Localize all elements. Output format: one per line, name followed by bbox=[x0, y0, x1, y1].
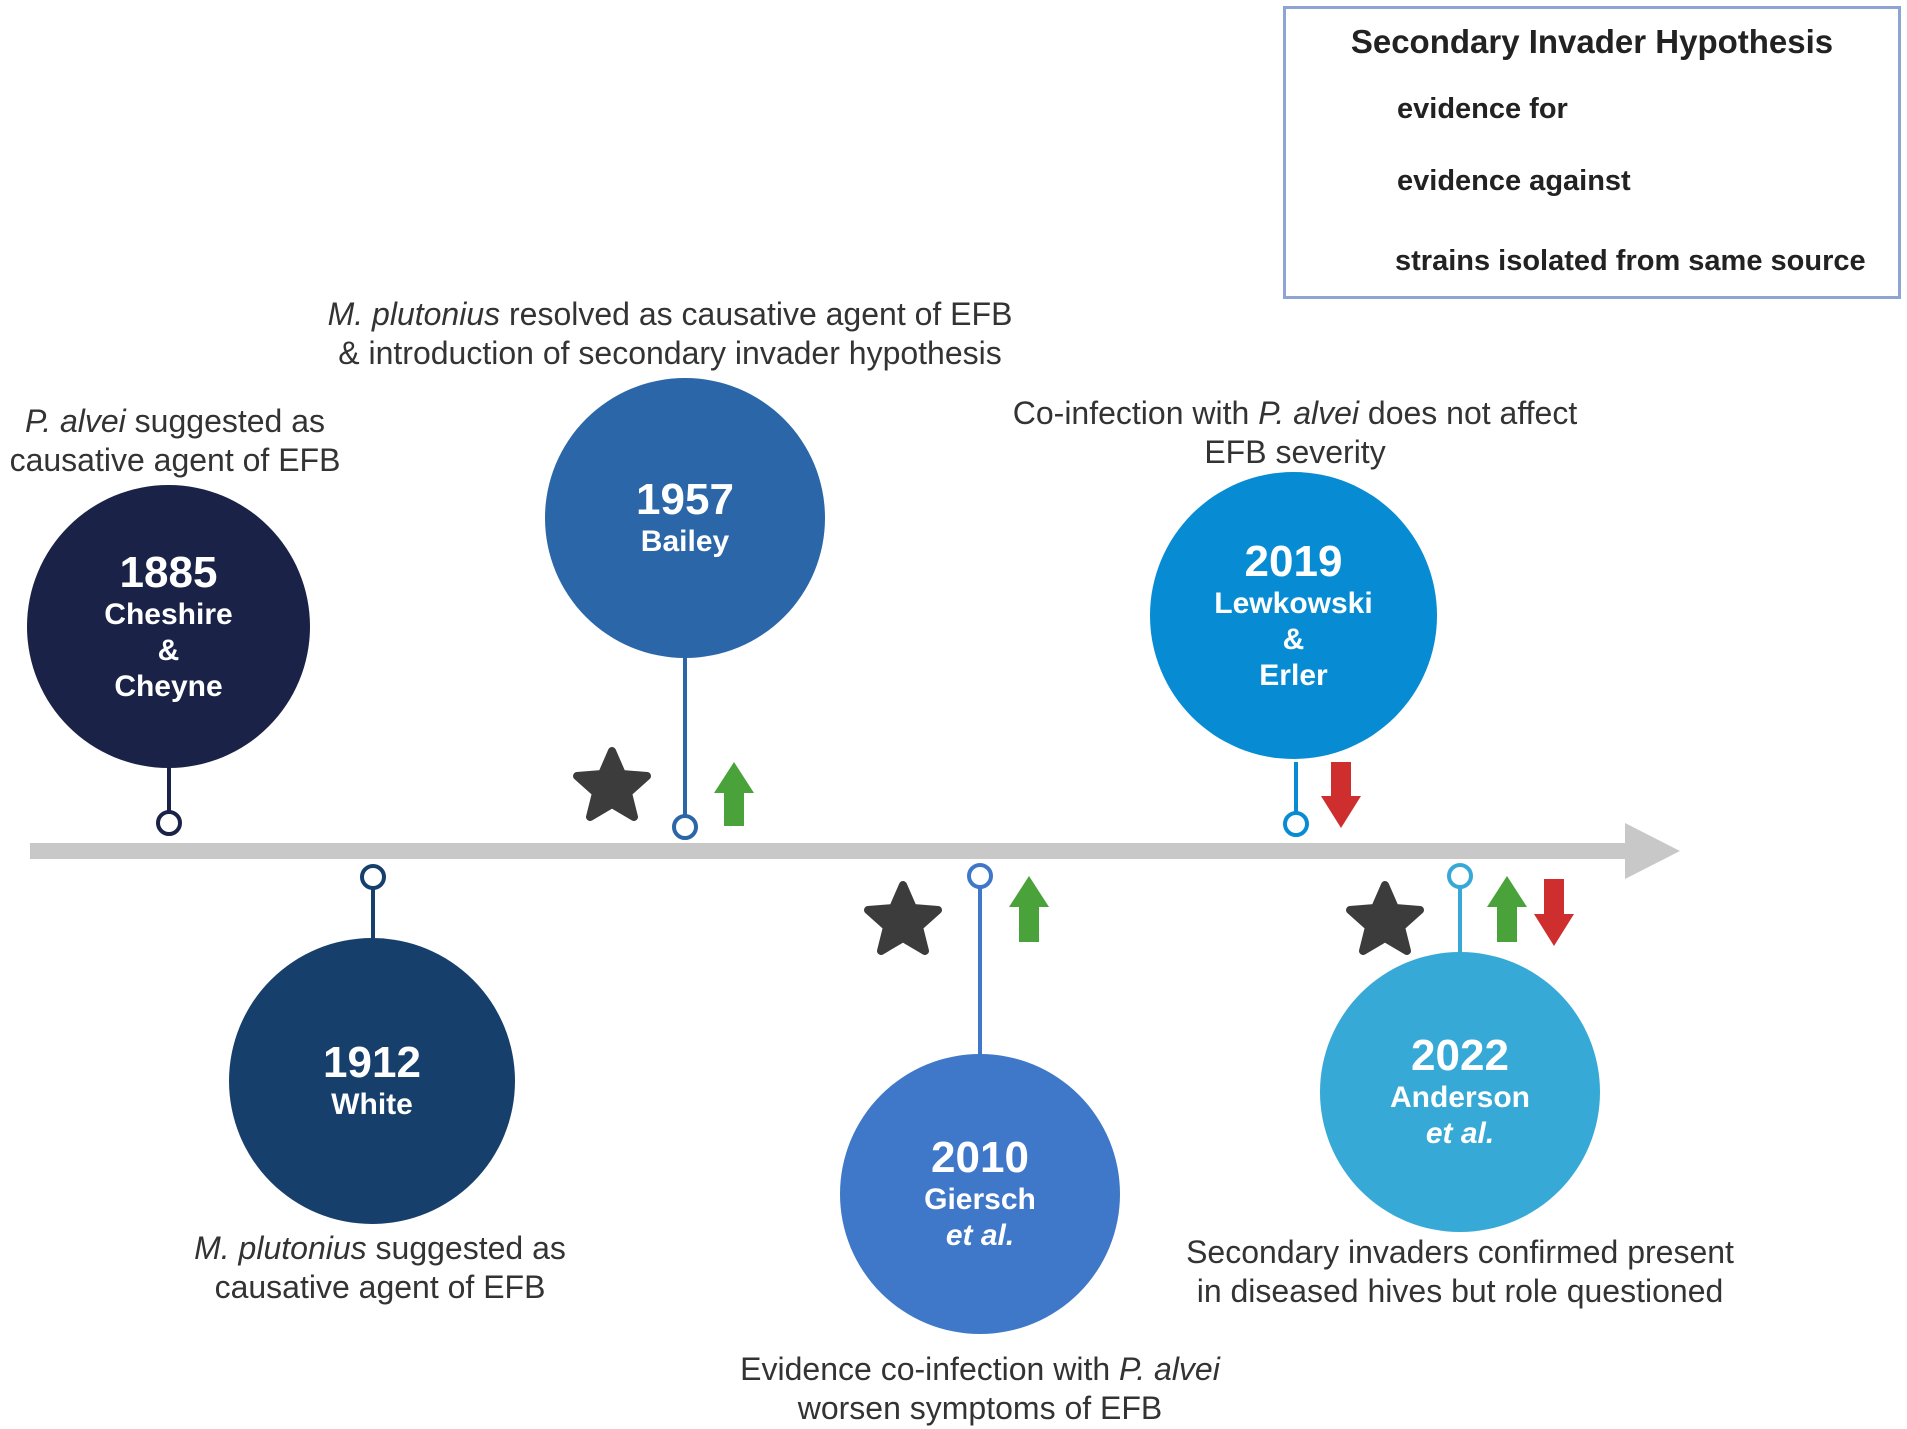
caption-line: & introduction of secondary invader hypo… bbox=[338, 335, 1002, 371]
event-author: Giersch bbox=[924, 1183, 1036, 1216]
event-author: Bailey bbox=[640, 525, 730, 558]
caption-text: suggested as bbox=[125, 403, 326, 439]
caption-species: M. plutonius bbox=[327, 296, 501, 332]
caption-line: causative agent of EFB bbox=[9, 442, 341, 478]
event-circle-2010: 2010 Giersch et al. bbox=[840, 1054, 1120, 1334]
legend-box: Secondary Invader Hypothesis evidence fo… bbox=[1283, 6, 1901, 299]
caption-line: in diseased hives but role questioned bbox=[1196, 1273, 1724, 1309]
caption-line: M. plutonius suggested as bbox=[160, 1229, 600, 1268]
caption-line: Evidence co-infection with P. alvei bbox=[680, 1350, 1280, 1389]
caption-line: causative agent of EFB bbox=[214, 1269, 546, 1305]
event-author: Cheyne bbox=[114, 669, 223, 703]
event-author-amp: & bbox=[1282, 622, 1305, 656]
caption-species: P. alvei bbox=[1258, 395, 1359, 431]
caption-line: worsen symptoms of EFB bbox=[797, 1390, 1163, 1426]
node-2019 bbox=[1283, 811, 1309, 837]
event-author-etal-text: et al. bbox=[945, 1219, 1015, 1252]
caption-text: Co-infection with bbox=[1012, 395, 1259, 431]
event-year: 2022 bbox=[1411, 1031, 1509, 1080]
event-author-etal-text: et al. bbox=[1425, 1117, 1495, 1150]
node-1885 bbox=[156, 810, 182, 836]
caption-text: does not affect bbox=[1359, 395, 1578, 431]
event-circle-2022: 2022 Anderson et al. bbox=[1320, 952, 1600, 1232]
caption-line: M. plutonius resolved as causative agent… bbox=[290, 295, 1050, 334]
node-2010 bbox=[967, 863, 993, 889]
event-author-amp: & bbox=[157, 633, 180, 667]
legend-evidence-against: evidence against bbox=[1397, 165, 1631, 197]
caption-line: Co-infection with P. alvei does not affe… bbox=[950, 394, 1640, 433]
caption-species: M. plutonius bbox=[194, 1230, 367, 1266]
legend-same-source: strains isolated from same source bbox=[1395, 245, 1866, 277]
arrow-down-icon-2019 bbox=[1321, 762, 1361, 828]
caption-2019: Co-infection with P. alvei does not affe… bbox=[950, 394, 1640, 472]
event-year: 2010 bbox=[931, 1133, 1029, 1182]
event-circle-1885: 1885 Cheshire & Cheyne bbox=[27, 485, 310, 768]
caption-line: EFB severity bbox=[1204, 434, 1386, 470]
event-year: 1885 bbox=[119, 547, 218, 597]
event-author: Erler bbox=[1259, 658, 1328, 692]
event-author-etal: et al. bbox=[946, 1218, 1014, 1254]
legend-title: Secondary Invader Hypothesis bbox=[1350, 23, 1834, 60]
timeline-axis bbox=[30, 843, 1635, 859]
event-author-etal: et al. bbox=[1426, 1116, 1494, 1152]
caption-text: Evidence co-infection with bbox=[740, 1351, 1120, 1387]
arrow-up-icon-2010 bbox=[1009, 876, 1049, 942]
caption-2022: Secondary invaders confirmed present in … bbox=[1140, 1233, 1780, 1311]
legend-evidence-for: evidence for bbox=[1397, 93, 1568, 125]
caption-line: P. alvei suggested as bbox=[0, 402, 350, 441]
caption-species: P. alvei bbox=[24, 403, 126, 439]
event-author: Cheshire bbox=[104, 597, 233, 631]
event-circle-1912: 1912 White bbox=[229, 938, 515, 1224]
arrow-down-icon-2022 bbox=[1534, 879, 1574, 946]
caption-text: resolved as causative agent of EFB bbox=[500, 296, 1013, 332]
caption-text: suggested as bbox=[366, 1230, 566, 1266]
event-author: Anderson bbox=[1389, 1081, 1530, 1114]
star-icon-1957 bbox=[573, 747, 651, 821]
event-circle-2019: 2019 Lewkowski & Erler bbox=[1150, 472, 1437, 759]
event-author: White bbox=[331, 1088, 413, 1121]
node-1957 bbox=[672, 814, 698, 840]
caption-2010: Evidence co-infection with P. alvei wors… bbox=[680, 1350, 1280, 1428]
arrow-up-icon-2022 bbox=[1487, 876, 1527, 942]
star-icon-2022 bbox=[1346, 881, 1424, 955]
caption-1912: M. plutonius suggested as causative agen… bbox=[160, 1229, 600, 1307]
event-year: 1957 bbox=[636, 475, 734, 524]
caption-species: P. alvei bbox=[1119, 1351, 1220, 1387]
event-year: 2019 bbox=[1244, 536, 1343, 586]
caption-1885: P. alvei suggested as causative agent of… bbox=[0, 402, 350, 480]
caption-1957: M. plutonius resolved as causative agent… bbox=[290, 295, 1050, 373]
event-author: Lewkowski bbox=[1214, 586, 1373, 620]
event-year: 1912 bbox=[323, 1038, 421, 1087]
node-1912 bbox=[360, 864, 386, 890]
event-circle-1957: 1957 Bailey bbox=[545, 378, 825, 658]
caption-line: Secondary invaders confirmed present bbox=[1186, 1234, 1734, 1270]
arrow-up-icon-1957 bbox=[714, 762, 754, 826]
node-2022 bbox=[1447, 863, 1473, 889]
star-icon-2010 bbox=[864, 881, 942, 955]
timeline-axis-arrowhead bbox=[1625, 823, 1680, 879]
